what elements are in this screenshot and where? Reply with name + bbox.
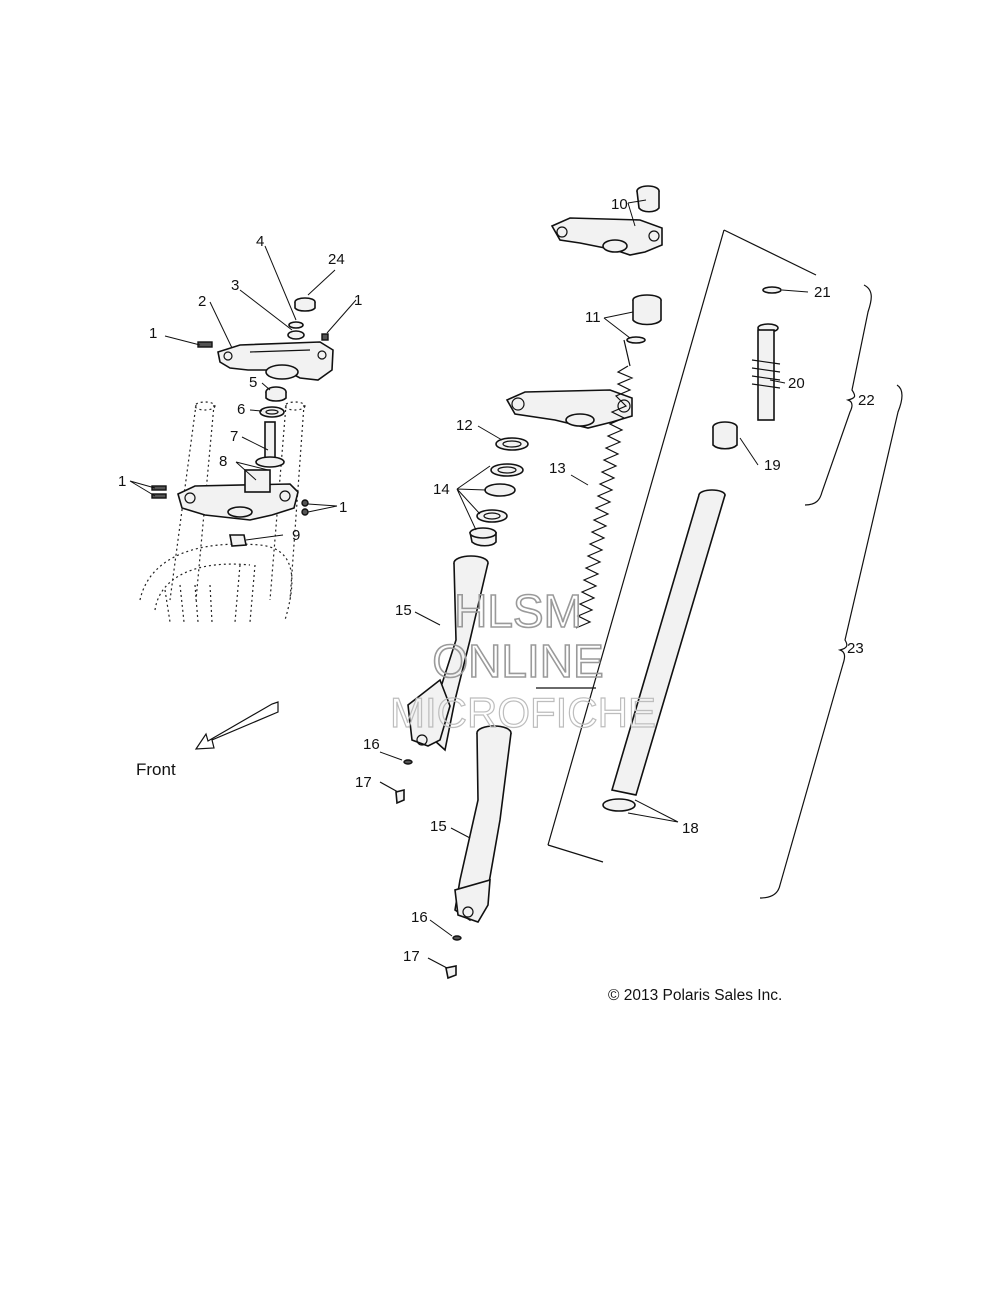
callout-22: 22 [858, 392, 875, 409]
collar-icon [626, 294, 662, 344]
callout-7: 7 [230, 428, 238, 445]
callout-6: 6 [237, 401, 245, 418]
nut-icon [229, 534, 247, 547]
callout-15: 15 [395, 602, 412, 619]
watermark-line-3: MICROFICHE [390, 689, 656, 736]
callout-5: 5 [249, 374, 257, 391]
upper-triple-clamp-left [217, 341, 334, 381]
callout-4: 4 [256, 233, 264, 250]
lower-triple-clamp-left [177, 469, 299, 521]
callout-12: 12 [456, 417, 473, 434]
leader-lines [129, 199, 809, 937]
callout-8: 8 [219, 453, 227, 470]
callout-11: 11 [585, 309, 601, 326]
callout-24: 24 [328, 251, 345, 268]
copyright-text: © 2013 Polaris Sales Inc. [608, 987, 782, 1004]
callout-21: 21 [814, 284, 831, 301]
callout-1: 1 [118, 473, 126, 490]
callout-10: 10 [611, 196, 628, 213]
callout-23: 23 [847, 640, 864, 657]
fork-tube [602, 489, 726, 812]
callout-19: 19 [764, 457, 781, 474]
collar-19-icon [712, 421, 738, 450]
callout-9: 9 [292, 527, 300, 544]
watermark-line-2: ONLINE [432, 635, 603, 687]
callout-20: 20 [788, 375, 805, 392]
fork-slider-lower [454, 725, 512, 923]
brace-23 [759, 384, 903, 899]
seal-icon [469, 437, 529, 547]
bearing-icon [259, 386, 287, 418]
washer-bolt-icon [379, 759, 462, 980]
callout-17: 17 [403, 948, 420, 965]
assembly-bracket [536, 229, 817, 863]
watermark-line-1: HLSM [454, 585, 582, 637]
callout-labels: 1 1 1 1 2 3 4 5 6 7 8 9 10 11 12 13 14 1… [118, 196, 875, 965]
callout-14: 14 [433, 481, 450, 498]
steering-stem [255, 421, 285, 468]
callout-18: 18 [682, 820, 699, 837]
callout-16: 16 [411, 909, 428, 926]
ghost-fork-outline [139, 401, 306, 623]
bolt-icon [151, 333, 329, 516]
watermark: HLSM ONLINE MICROFICHE [389, 584, 656, 736]
cap-icon [287, 297, 316, 340]
callout-1: 1 [354, 292, 362, 309]
callout-13: 13 [549, 460, 566, 477]
callout-17: 17 [355, 774, 372, 791]
front-label: Front [136, 760, 176, 779]
damper-rod [751, 286, 782, 421]
fork-slider-upper [407, 555, 489, 752]
callout-1: 1 [149, 325, 157, 342]
callout-1: 1 [339, 499, 347, 516]
callout-15: 15 [430, 818, 447, 835]
upper-triple-clamp-right [550, 217, 663, 256]
callout-3: 3 [231, 277, 239, 294]
callout-16: 16 [363, 736, 380, 753]
callout-2: 2 [198, 293, 206, 310]
front-arrow [194, 701, 279, 750]
fork-spring [575, 339, 634, 629]
brace-22 [804, 284, 872, 506]
